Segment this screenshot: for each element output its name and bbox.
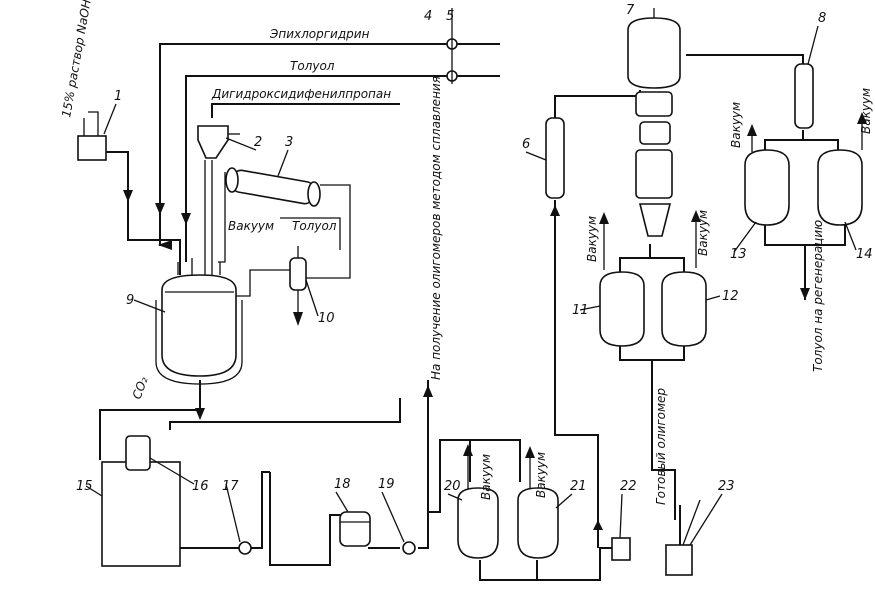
num-13: 13 [730, 247, 747, 262]
to-column-6 [554, 200, 599, 548]
num-10: 10 [318, 311, 335, 326]
label-toluene-regen: Толуол на регенерацию [811, 220, 825, 372]
num-19: 19 [378, 477, 395, 492]
to-receivers-11-12 [619, 244, 685, 272]
apparatus-7 [627, 8, 681, 237]
num-6: 6 [522, 137, 530, 152]
receiver-11 [599, 271, 645, 347]
label-vacuum-12: Вакуум [696, 210, 710, 256]
reactor-9 [155, 258, 243, 385]
column-6-to-7 [554, 90, 641, 118]
label-ready-oligomer: Готовый олигомер [654, 388, 668, 505]
num-5: 5 [446, 9, 454, 24]
tank-20 [457, 487, 499, 559]
num-4: 4 [424, 9, 432, 24]
separator-return [235, 269, 290, 297]
label-vacuum-left: Вакуум [228, 219, 274, 233]
vessel-16 [125, 435, 151, 471]
valve-4-5 [446, 8, 458, 84]
receiver-12 [661, 271, 707, 347]
naoh-line [106, 151, 181, 275]
vessel-1 [77, 111, 107, 161]
to-unloader-23 [651, 360, 676, 520]
vacuum-line-3 [280, 217, 341, 250]
num-8: 8 [818, 11, 826, 26]
receiver-14 [817, 149, 863, 226]
column-6 [545, 117, 565, 199]
separator-10 [289, 257, 307, 312]
label-vacuum-11: Вакуум [585, 216, 599, 262]
label-co2: CO₂ [130, 375, 151, 401]
num-16: 16 [192, 479, 209, 494]
num-14: 14 [856, 247, 873, 262]
hopper-2 [197, 125, 240, 159]
num-17: 17 [222, 479, 239, 494]
tank-15 [101, 461, 181, 567]
pump-22 [611, 537, 631, 561]
label-vacuum-13: Вакуум [729, 102, 743, 148]
vapor-to-8 [686, 54, 804, 64]
label-toluene-top: Толуол [290, 59, 335, 73]
num-2: 2 [254, 135, 262, 150]
condenser-8 [794, 63, 814, 129]
num-23: 23 [718, 479, 735, 494]
equipment-numbers: 1 2 3 4 5 6 7 8 9 10 11 12 13 14 15 16 1… [76, 3, 873, 494]
label-vacuum-20: Вакуум [479, 454, 493, 500]
label-epichlorohydrin: Эпихлоргидрин [269, 27, 370, 41]
to-tank-21 [428, 439, 521, 513]
num-15: 15 [76, 479, 93, 494]
num-1: 1 [114, 89, 122, 104]
vapor-line [218, 172, 226, 263]
label-naoh: 15% раствор NaOH [59, 0, 94, 119]
receivers-bottom [764, 225, 846, 246]
pump19-up [418, 380, 429, 549]
pump17-out [250, 471, 270, 549]
num-22: 22 [620, 479, 637, 494]
num-9: 9 [126, 293, 134, 308]
leader-lines [85, 25, 857, 546]
label-to-production: На получение олигомеров методом сплавлен… [429, 76, 443, 380]
toluene-line [185, 75, 500, 262]
tank-21 [517, 487, 559, 559]
reactor-drain [99, 380, 201, 460]
unloader-23 [665, 499, 701, 576]
num-3: 3 [285, 135, 293, 150]
hopper-feed [204, 160, 213, 275]
condensate-line [304, 184, 351, 279]
pipelines [99, 43, 863, 581]
pump-19 [402, 541, 416, 555]
from-8 [764, 130, 839, 150]
receivers-11-12-bottom [619, 346, 685, 361]
wash-line [169, 398, 401, 430]
flow-arrows [123, 112, 867, 530]
label-vacuum-14: Вакуум [859, 88, 873, 134]
receiver-13 [744, 149, 790, 226]
condenser-3 [225, 167, 321, 207]
num-21: 21 [570, 479, 587, 494]
to-filter-18 [269, 472, 345, 566]
dihydroxy-line [211, 103, 400, 118]
filter-18 [339, 511, 371, 547]
stream-labels: Эпихлоргидрин Толуол Дигидроксидифенилпр… [59, 0, 873, 505]
num-7: 7 [626, 3, 635, 18]
pump-17 [238, 541, 252, 555]
label-toluene-left: Толуол [292, 219, 337, 233]
label-dihydroxy: Дигидроксидифенилпропан [211, 87, 391, 101]
to-pump-22 [479, 547, 612, 581]
num-12: 12 [722, 289, 739, 304]
vacuum-stubs [467, 118, 863, 490]
num-20: 20 [444, 479, 461, 494]
label-vacuum-21: Вакуум [534, 452, 548, 498]
num-18: 18 [334, 477, 351, 492]
